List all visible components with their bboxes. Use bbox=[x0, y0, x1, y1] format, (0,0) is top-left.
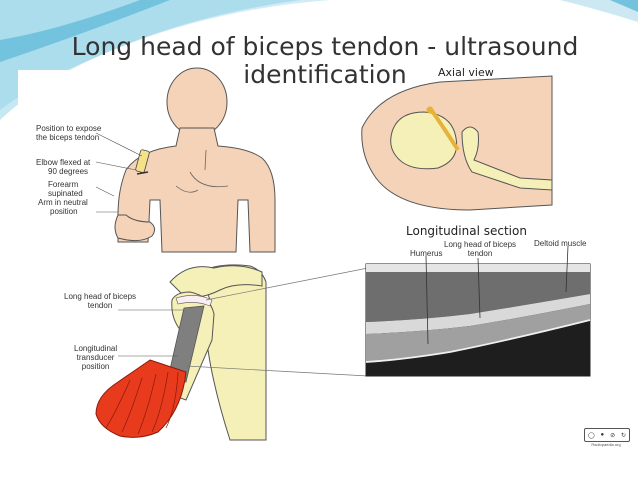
shoulder-anatomy bbox=[95, 264, 267, 441]
label-humerus: Humerus bbox=[410, 249, 443, 258]
label-line: position bbox=[81, 362, 110, 371]
axial-view-diagram bbox=[361, 75, 553, 211]
label-line: Long head of biceps bbox=[444, 240, 517, 249]
cc-symbol-icon: ◯ bbox=[587, 432, 595, 439]
slide-title: Long head of biceps tendon - ultrasound … bbox=[71, 31, 579, 89]
label-lhbt-longitudinal: Long head of biceps tendon bbox=[444, 240, 516, 258]
badge-text: Radiopaedia.org bbox=[591, 442, 621, 447]
label-line: tendon bbox=[467, 249, 493, 258]
label-transducer: Longitudinal transducer position bbox=[74, 344, 117, 371]
label-line: Elbow flexed at bbox=[36, 158, 91, 167]
label-line: 90 degrees bbox=[48, 167, 89, 176]
by-symbol-icon: ● bbox=[600, 432, 605, 438]
longitudinal-section-image bbox=[365, 263, 591, 377]
label-line: Position to expose bbox=[36, 124, 102, 133]
axial-view-title: Axial view bbox=[438, 66, 494, 79]
label-line: Forearm bbox=[48, 180, 79, 189]
label-line: the biceps tendon bbox=[36, 133, 100, 142]
sa-symbol-icon: ↻ bbox=[620, 432, 627, 439]
label-line: transducer bbox=[76, 353, 115, 362]
transducer-icon bbox=[135, 149, 150, 175]
label-line: position bbox=[50, 207, 78, 216]
license-badge: ◯ ● ⊘ ↻ Radiopaedia.org bbox=[584, 428, 630, 448]
patient-figure bbox=[114, 67, 276, 253]
label-arm: Arm in neutral position bbox=[38, 198, 88, 216]
nc-symbol-icon: ⊘ bbox=[610, 432, 616, 439]
cc-icon: ◯ ● ⊘ ↻ bbox=[584, 428, 630, 442]
label-line: Arm in neutral bbox=[38, 198, 88, 207]
label-position: Position to expose the biceps tendon bbox=[36, 124, 101, 142]
label-line: supinated bbox=[48, 189, 83, 198]
label-line: Longitudinal bbox=[74, 344, 118, 353]
label-line: Long head of biceps bbox=[64, 292, 137, 301]
label-deltoid: Deltoid muscle bbox=[534, 239, 587, 248]
longitudinal-section-title: Longitudinal section bbox=[406, 224, 527, 238]
label-lhbt-shoulder: Long head of biceps tendon bbox=[64, 292, 136, 310]
label-forearm: Forearm supinated bbox=[48, 180, 83, 198]
label-elbow: Elbow flexed at 90 degrees bbox=[36, 158, 90, 176]
label-line: tendon bbox=[87, 301, 113, 310]
